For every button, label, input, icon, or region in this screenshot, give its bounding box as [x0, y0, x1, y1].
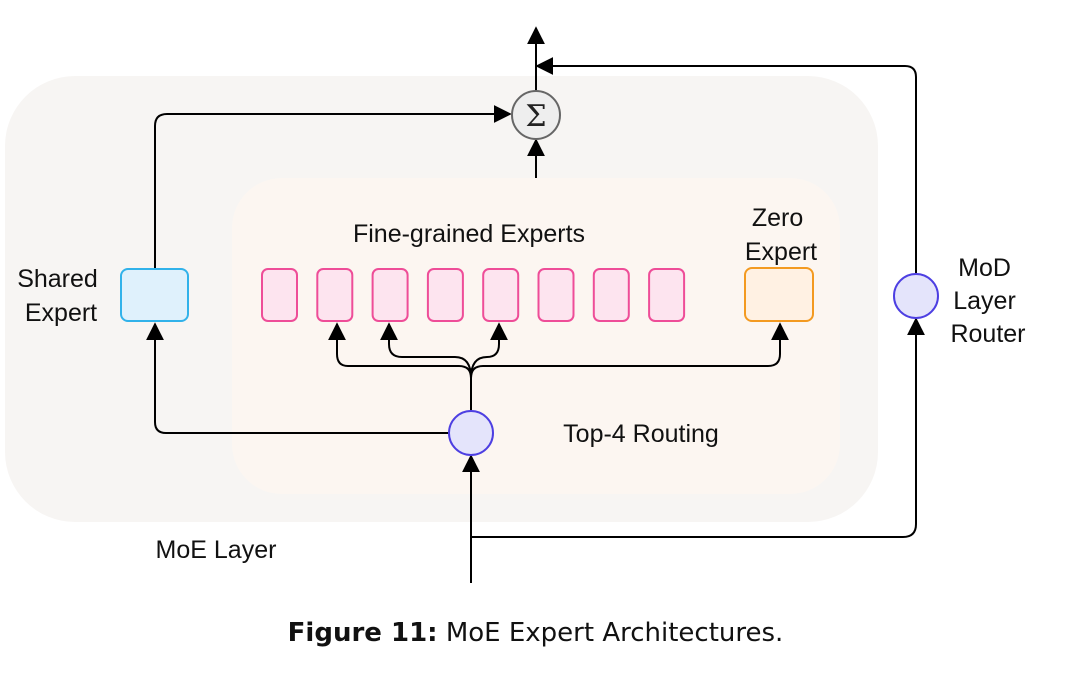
shared-expert-box	[120, 268, 189, 322]
connections	[146, 26, 925, 583]
expert-box-6	[537, 268, 575, 322]
figure-title: MoE Expert Architectures.	[437, 618, 784, 648]
expert-box-7	[592, 268, 630, 322]
mod-router-branch	[471, 317, 925, 538]
moe-layer-label: MoE Layer	[156, 536, 277, 564]
fine-grained-panel	[232, 178, 840, 494]
mod-router-label: MoD Layer Router	[950, 254, 1025, 348]
shared-expert-route	[146, 322, 449, 434]
expert-box-1	[261, 268, 298, 322]
shared-expert-label: Shared Expert	[17, 265, 105, 327]
fine-grained-experts	[261, 268, 686, 322]
figure-caption: Figure 11: MoE Expert Architectures.	[0, 618, 1071, 648]
zero-expert-box	[744, 267, 814, 322]
route-zero-expert	[470, 322, 789, 379]
route-expert-5	[470, 322, 508, 379]
top4-router-node	[448, 410, 494, 456]
fine-grained-label: Fine-grained Experts	[353, 220, 585, 248]
expert-box-5	[482, 268, 520, 322]
expert-box-8	[648, 268, 686, 322]
mod-router-out	[535, 57, 917, 273]
top4-routing-label: Top-4 Routing	[563, 420, 719, 448]
shared-expert-out	[154, 105, 512, 268]
expert-box-2	[316, 268, 354, 322]
figure-number: Figure 11:	[287, 618, 438, 648]
mod-router-node	[893, 273, 939, 319]
zero-expert-label: Zero Expert	[745, 204, 817, 266]
sum-node	[511, 90, 561, 140]
sum-symbol: Σ	[525, 99, 546, 134]
expert-box-4	[426, 268, 464, 322]
route-expert-3	[380, 322, 472, 379]
expert-box-3	[371, 268, 409, 322]
